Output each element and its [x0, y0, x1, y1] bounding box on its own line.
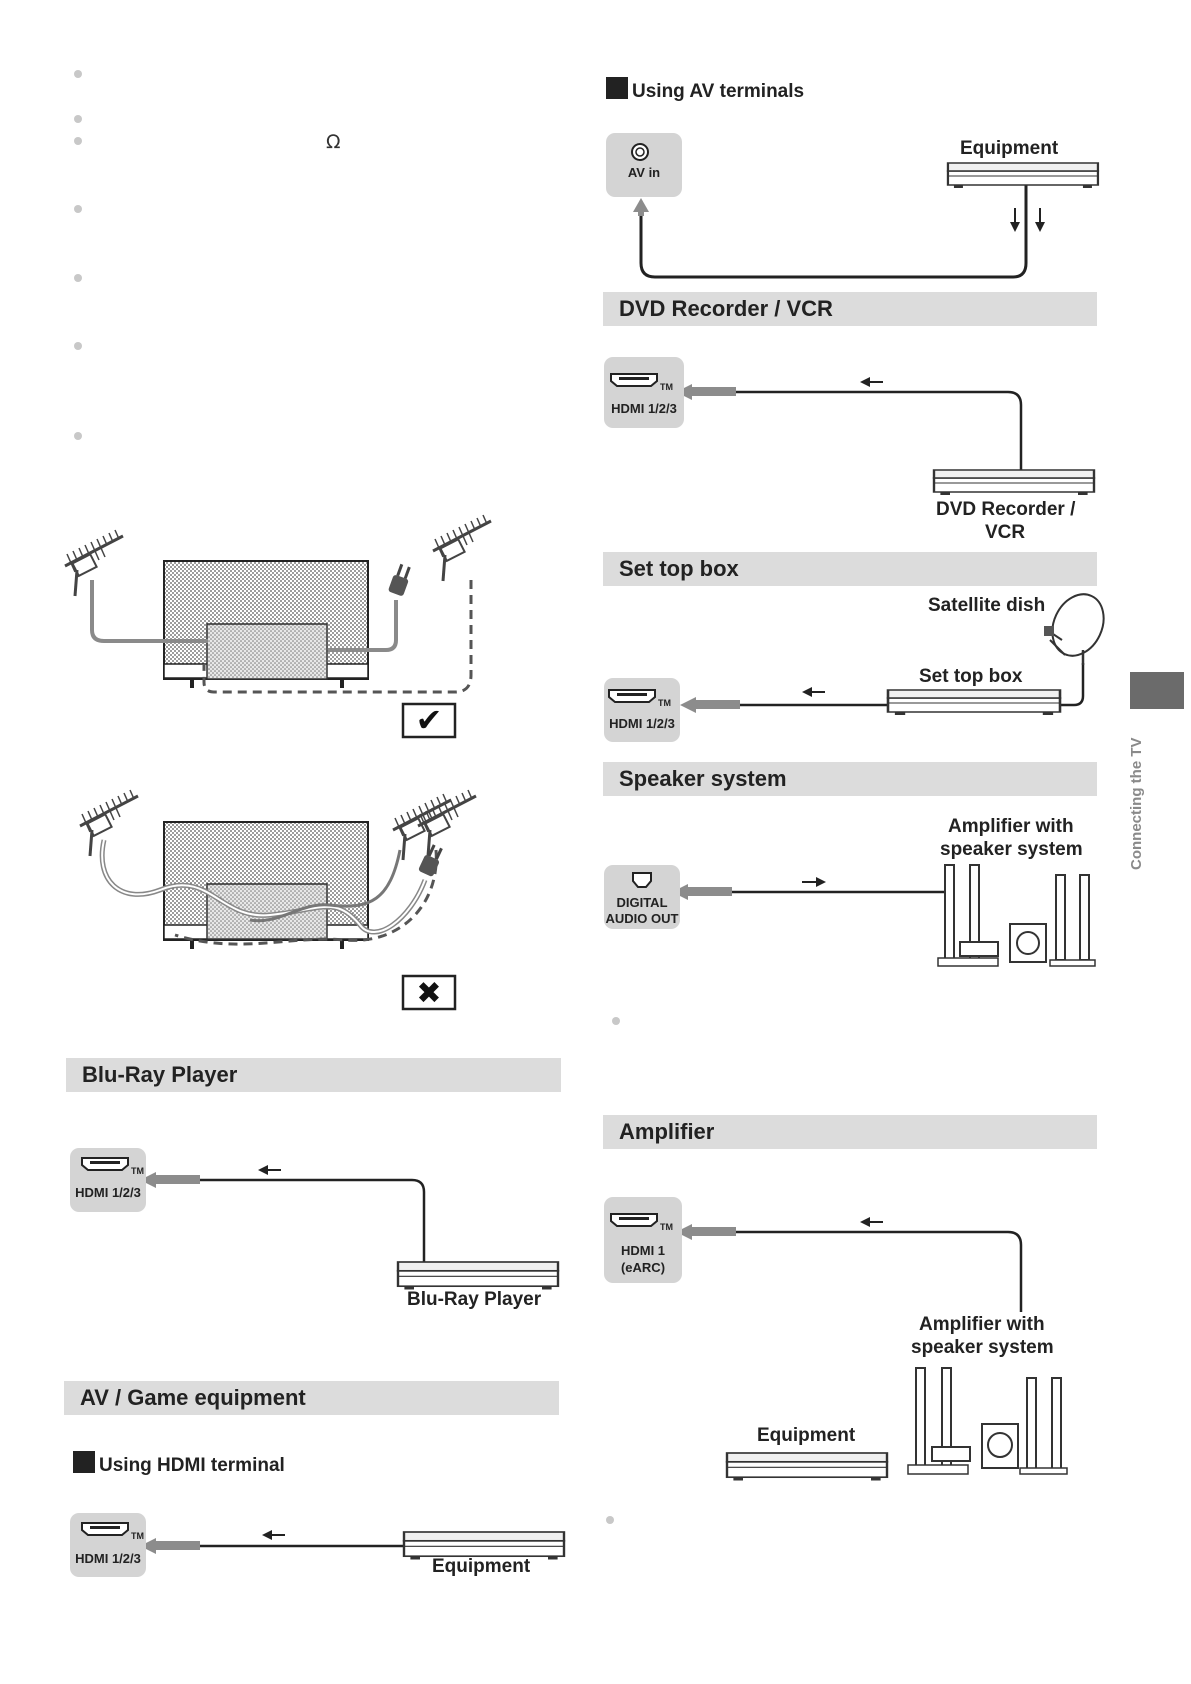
- game-hdmi-diagram: [140, 1530, 566, 1561]
- hdmi1-label: HDMI 1: [620, 1243, 666, 1258]
- chapter-tab-label: Connecting the TV: [1128, 737, 1145, 871]
- hdmi-icon: [81, 1157, 129, 1171]
- bullet: [612, 1017, 620, 1025]
- section-amplifier: Amplifier: [603, 1115, 1097, 1149]
- digital-label: DIGITAL: [616, 895, 668, 910]
- hdmi-label: HDMI 1/2/3: [75, 1185, 141, 1200]
- hdmi-label: HDMI 1/2/3: [75, 1551, 141, 1566]
- bullet: [74, 115, 82, 123]
- amplifier-diagram: [676, 1217, 1068, 1482]
- section-dvd-recorder: DVD Recorder / VCR: [603, 292, 1097, 326]
- section-set-top-box: Set top box: [603, 552, 1097, 586]
- check-icon: ✔: [416, 701, 443, 739]
- bluray-player-label: Blu-Ray Player: [407, 1289, 542, 1310]
- square-marker: [606, 77, 628, 99]
- hdmi-port-bluray: TM HDMI 1/2/3: [70, 1148, 146, 1212]
- bullet: [74, 137, 82, 145]
- tm-mark: TM: [131, 1531, 144, 1541]
- hdmi-port-dvd: TM HDMI 1/2/3: [604, 357, 684, 428]
- audio-out-label: AUDIO OUT: [605, 911, 679, 926]
- av-terminal-diagram: [633, 161, 1100, 279]
- subhead-av-terminals: Using AV terminals: [606, 77, 804, 103]
- cross-icon: ✖: [416, 976, 441, 1011]
- dvd-recorder-label-line2: VCR: [985, 522, 1026, 543]
- bullet: [74, 432, 82, 440]
- av-in-port: AV in: [606, 133, 682, 197]
- bullet: [74, 342, 82, 350]
- subhead-hdmi-terminal: Using HDMI terminal: [73, 1451, 285, 1477]
- set-top-box-label: Set top box: [919, 666, 1023, 687]
- amplifier-speaker-icon: [907, 1367, 1068, 1475]
- ohm-symbol: Ω: [326, 131, 341, 153]
- chapter-tab-marker: [1130, 672, 1184, 709]
- bullet: [74, 274, 82, 282]
- square-marker: [73, 1451, 95, 1473]
- subhead-hdmi-terminal-text: Using HDMI terminal: [99, 1455, 285, 1476]
- speaker-system-diagram: [672, 864, 1096, 967]
- amplifier-label-line2: speaker system: [911, 1337, 1054, 1358]
- set-top-box-diagram: [680, 593, 1105, 717]
- speaker-set-icon: [937, 864, 1096, 967]
- equipment-label-av: Equipment: [960, 138, 1059, 159]
- digital-audio-out-port: DIGITAL AUDIO OUT: [604, 865, 680, 929]
- hdmi-label: HDMI 1/2/3: [609, 716, 675, 731]
- av-in-label: AV in: [627, 165, 661, 180]
- hdmi-label: HDMI 1/2/3: [611, 401, 677, 416]
- tm-mark: TM: [660, 382, 673, 392]
- tm-mark: TM: [658, 698, 671, 708]
- bluray-diagram: [140, 1165, 560, 1291]
- tv-correct-diagram: ✔: [63, 513, 493, 739]
- subhead-av-terminals-text: Using AV terminals: [632, 81, 805, 102]
- bullet: [606, 1516, 614, 1524]
- hdmi-earc-port: TM HDMI 1 (eARC): [604, 1197, 682, 1283]
- earc-label: (eARC): [620, 1260, 666, 1275]
- equipment-label-amp: Equipment: [757, 1425, 856, 1446]
- av-in-jack-icon: [631, 143, 649, 161]
- tm-mark: TM: [131, 1166, 144, 1176]
- tv-incorrect-diagram: ✖: [78, 788, 478, 1011]
- satellite-dish-icon: [1044, 593, 1105, 665]
- hdmi-port-settop: TM HDMI 1/2/3: [604, 678, 680, 742]
- bullet: [74, 205, 82, 213]
- section-bluray: Blu-Ray Player: [66, 1058, 561, 1092]
- equipment-label-game: Equipment: [432, 1556, 531, 1577]
- amplifier-label-line1: Amplifier with: [919, 1314, 1045, 1335]
- hdmi-icon: [81, 1522, 129, 1536]
- optical-port-icon: [632, 872, 652, 888]
- section-av-game: AV / Game equipment: [64, 1381, 559, 1415]
- amplifier-speaker-label-line2: speaker system: [940, 839, 1083, 860]
- dvd-recorder-label-line1: DVD Recorder /: [936, 499, 1076, 520]
- satellite-dish-label: Satellite dish: [928, 595, 1046, 616]
- amplifier-speaker-label-line1: Amplifier with: [948, 816, 1074, 837]
- tm-mark: TM: [660, 1222, 673, 1232]
- section-speaker-system: Speaker system: [603, 762, 1097, 796]
- dvd-diagram: [676, 377, 1096, 497]
- hdmi-port-game: TM HDMI 1/2/3: [70, 1513, 146, 1577]
- bullet: [74, 70, 82, 78]
